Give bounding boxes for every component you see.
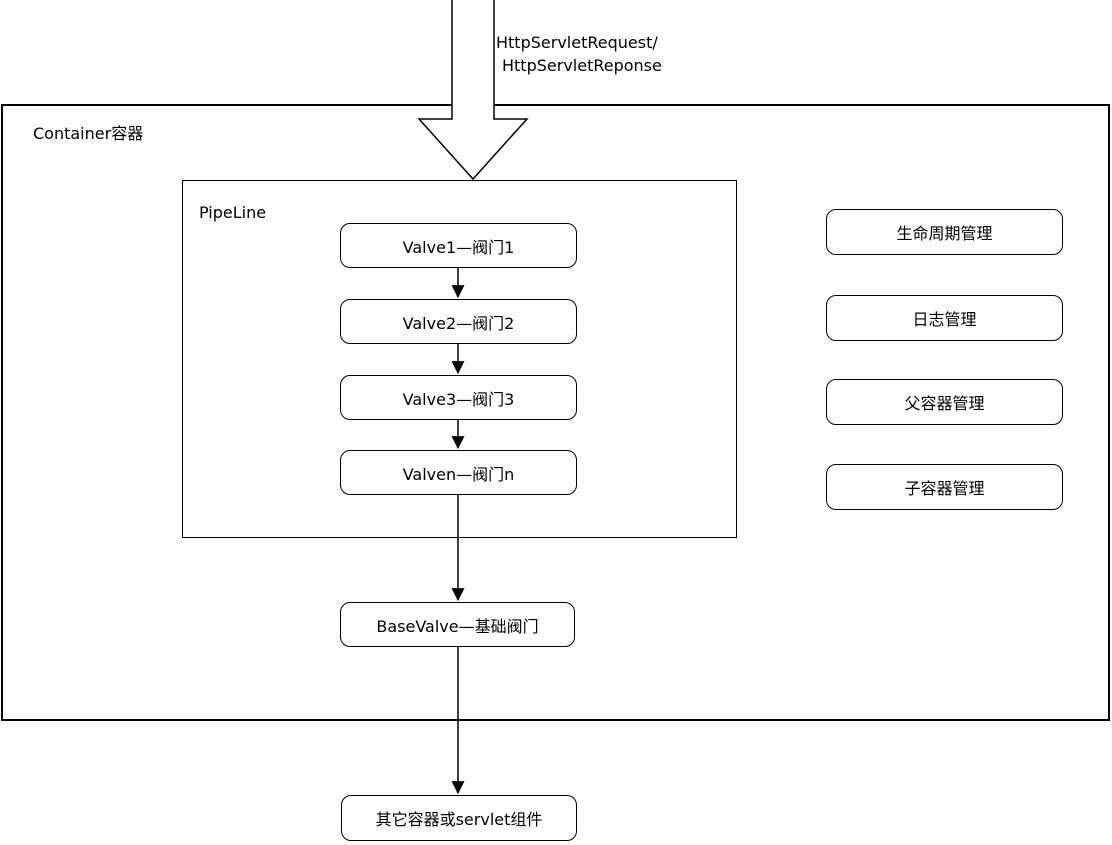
valve3-node: Valve3—阀门3 [340, 375, 577, 420]
request-response-label: HttpServletRequest/ HttpServletReponse [496, 31, 662, 77]
container-label: Container容器 [33, 124, 144, 143]
external-component-node: 其它容器或servlet组件 [341, 795, 577, 841]
request-label-line1: HttpServletRequest/ [496, 33, 658, 52]
valve2-node: Valve2—阀门2 [340, 299, 577, 344]
child-container-management-node: 子容器管理 [826, 464, 1063, 510]
log-management-node: 日志管理 [826, 295, 1063, 341]
parent-container-management-node: 父容器管理 [826, 379, 1063, 425]
lifecycle-management-node: 生命周期管理 [826, 209, 1063, 255]
request-label-line2: HttpServletReponse [502, 56, 662, 75]
base-valve-node: BaseValve—基础阀门 [340, 602, 575, 647]
pipeline-label: PipeLine [199, 203, 267, 222]
valven-node: Valven—阀门n [340, 450, 577, 495]
valve1-node: Valve1—阀门1 [340, 223, 577, 268]
